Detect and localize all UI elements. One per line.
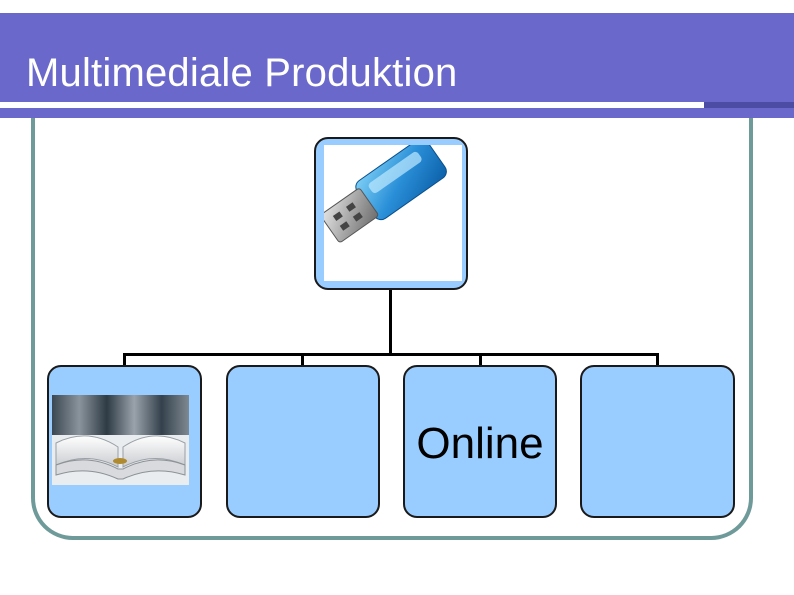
child-node-4 xyxy=(580,365,735,518)
child-node-3: Online xyxy=(403,365,557,518)
child-node-3-label: Online xyxy=(416,419,544,468)
usb-stick-icon xyxy=(324,145,462,281)
connector-child-2 xyxy=(301,353,304,367)
connector-root-vertical xyxy=(389,288,392,355)
slide-title: Multimediale Produktion xyxy=(26,51,458,95)
child-node-2 xyxy=(226,365,380,518)
connector-child-3 xyxy=(479,353,482,367)
title-underline xyxy=(0,102,704,108)
slide-frame xyxy=(31,100,753,540)
title-underline-shadow xyxy=(704,102,794,108)
connector-child-1 xyxy=(123,353,126,367)
connector-horizontal xyxy=(123,353,659,356)
open-book-icon xyxy=(52,395,189,485)
root-node xyxy=(314,137,468,290)
title-bar: Multimediale Produktion xyxy=(0,13,794,118)
child-node-1 xyxy=(47,365,202,518)
connector-child-4 xyxy=(656,353,659,367)
